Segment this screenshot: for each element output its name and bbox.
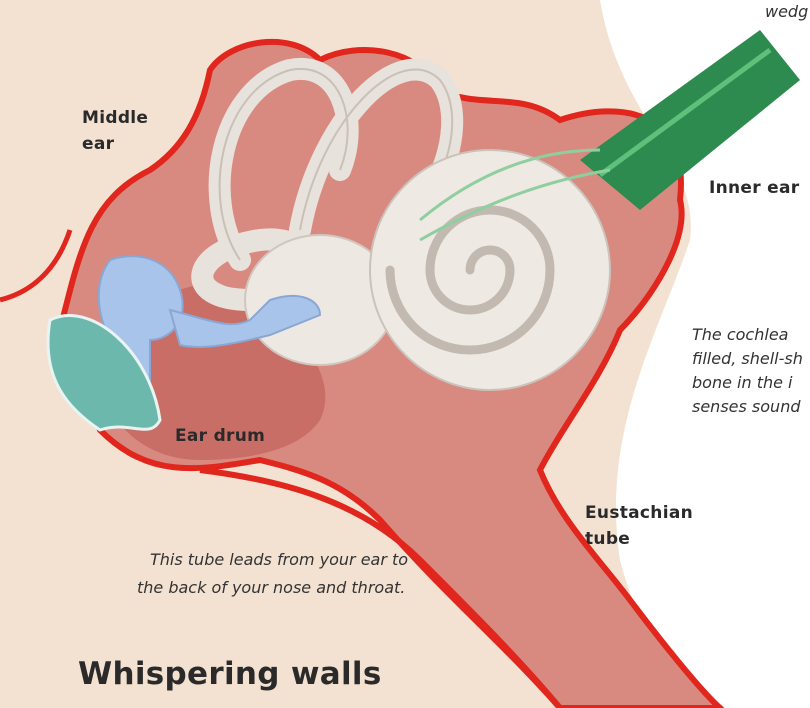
cochlea-text-line3: bone in the i [692,371,792,395]
inner-ear-label: Inner ear [709,175,799,201]
ear-drum-label: Ear drum [175,423,265,449]
middle-ear-label-line1: Middle [82,105,148,131]
tube-caption-line1: This tube leads from your ear to [150,548,408,572]
eustachian-label-line1: Eustachian [585,500,693,526]
eustachian-label-line2: tube [585,526,630,552]
cochlea-text-line1: The cochlea [692,323,788,347]
top-text-fragment: wedg [765,0,808,24]
cochlea-text-line2: filled, shell-sh [692,347,803,371]
cochlea-text-line4: senses sound [692,395,800,419]
tube-caption-line2: the back of your nose and throat. [137,576,405,600]
section-heading: Whispering walls [78,656,382,692]
middle-ear-label-line2: ear [82,131,114,157]
cochlea [370,150,610,390]
